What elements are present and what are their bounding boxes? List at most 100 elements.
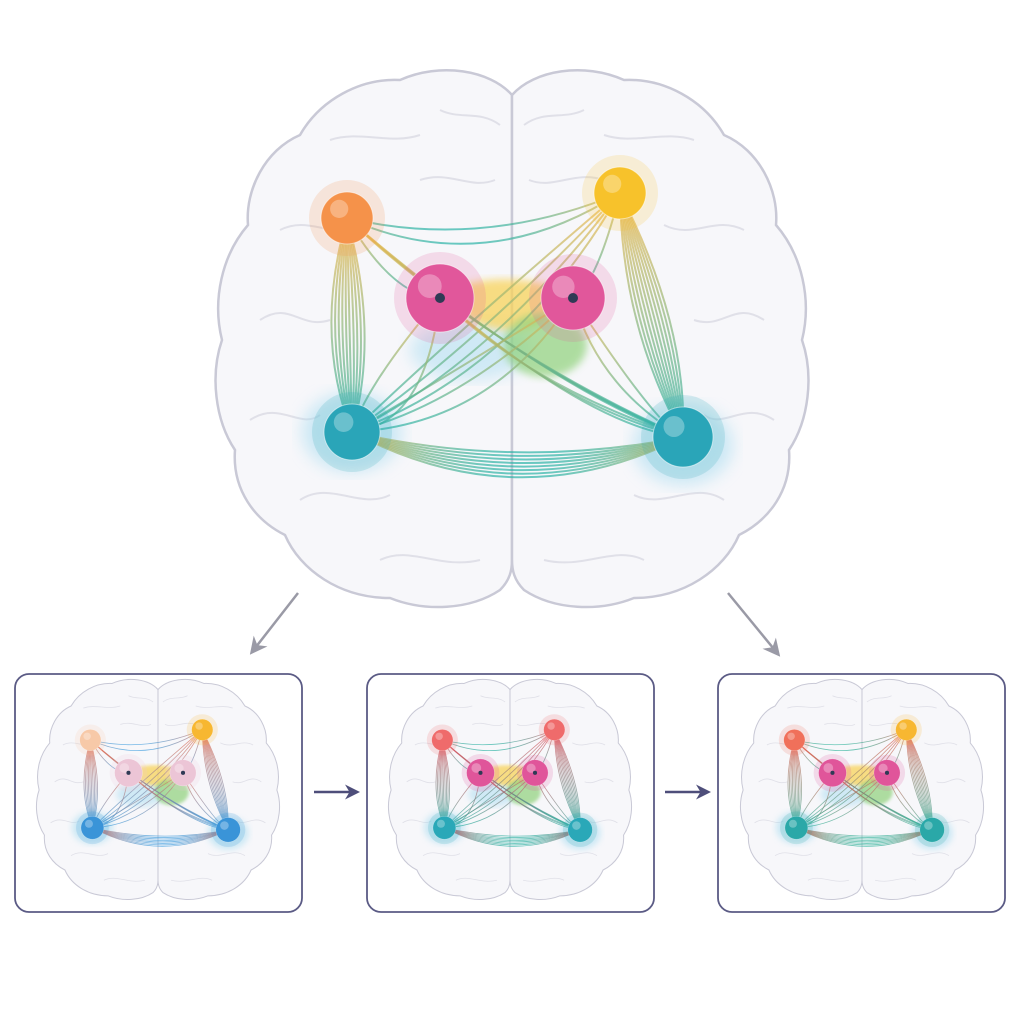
gyrus-fold — [523, 109, 585, 126]
right-frontal-node-highlight — [547, 722, 555, 730]
gyrus-fold — [875, 877, 917, 882]
right-central-node-center-dot — [532, 770, 538, 775]
left-central-node-center-dot — [435, 293, 445, 303]
gyrus-fold — [603, 134, 695, 141]
connection-line — [442, 729, 555, 752]
connection-line — [351, 192, 621, 433]
gyrus-fold — [911, 852, 950, 856]
connection-line — [92, 827, 229, 838]
left-temporal-node-highlight — [84, 819, 93, 828]
gyrus-fold — [232, 778, 262, 784]
gyrus-fold — [455, 877, 497, 882]
connection-line — [619, 192, 684, 438]
connection-line — [444, 827, 581, 846]
left-temporal-node-highlight — [436, 819, 445, 828]
gyrus-fold — [171, 877, 213, 882]
gyrus-fold — [103, 877, 145, 882]
right-frontal-node — [543, 718, 566, 741]
left-central-node-center-dot — [830, 770, 835, 775]
right-frontal-node-highlight — [899, 722, 907, 730]
stage-1-network — [35, 678, 281, 900]
connection-line — [92, 827, 229, 844]
gyrus-fold — [807, 877, 849, 882]
connection-line — [92, 827, 229, 843]
stage-3-network — [739, 678, 985, 900]
connection-line — [92, 729, 203, 829]
right-temporal-node — [215, 817, 241, 843]
right-temporal-node-highlight — [572, 821, 581, 830]
left-frontal-node-highlight — [787, 732, 795, 741]
gyrus-fold — [693, 312, 765, 323]
connection-line — [796, 827, 933, 846]
right-temporal-node — [652, 406, 714, 468]
connection-line — [92, 827, 229, 847]
gyrus-fold — [924, 742, 958, 746]
left-temporal-node — [80, 816, 105, 840]
connection-line — [796, 827, 933, 843]
gyrus-fold — [559, 852, 598, 856]
gyrus-fold — [787, 705, 825, 709]
connection-line — [444, 827, 581, 841]
right-central-node-highlight — [526, 763, 536, 773]
right-central-node-highlight — [174, 763, 184, 773]
gyrus-fold — [528, 176, 605, 184]
connection-line — [444, 827, 581, 838]
gyrus-fold — [220, 742, 254, 746]
left-temporal-node — [784, 816, 809, 840]
left-central-node-highlight — [417, 274, 442, 298]
connection-line — [351, 431, 684, 461]
gyrus-fold — [299, 491, 391, 501]
gyrus-fold — [195, 705, 233, 709]
connection-line — [92, 729, 203, 829]
stage-3-brain — [739, 678, 985, 900]
connection-line — [351, 431, 684, 468]
left-central-node-highlight — [119, 763, 130, 773]
gyrus-fold — [936, 778, 966, 784]
connection-line — [92, 827, 229, 841]
right-central-node-highlight — [878, 763, 888, 773]
gyrus-fold — [406, 778, 436, 784]
left-temporal-node — [432, 816, 457, 840]
gyrus-fold — [435, 705, 473, 709]
left-frontal-node-highlight — [83, 732, 91, 741]
main-brain — [214, 69, 810, 609]
connection-line — [351, 431, 684, 479]
left-central-node-highlight — [823, 763, 834, 773]
gyrus-fold — [633, 491, 725, 501]
connection-line — [444, 827, 581, 847]
connection-line — [351, 297, 574, 433]
connection-line — [442, 739, 581, 831]
connection-line — [444, 827, 581, 840]
right-temporal-node — [567, 817, 593, 843]
connection-line — [92, 827, 229, 840]
connection-line — [442, 729, 555, 746]
gyrus-fold — [572, 742, 606, 746]
gyrus-fold — [866, 695, 892, 703]
left-frontal-node — [431, 729, 454, 751]
gyrus-fold — [70, 852, 109, 856]
gyrus-fold — [422, 852, 461, 856]
connection-line — [796, 827, 933, 847]
connection-line — [794, 739, 933, 831]
gyrus-fold — [824, 722, 856, 727]
right-frontal-node — [191, 718, 214, 741]
connection-line — [351, 431, 684, 472]
gyrus-fold — [480, 695, 506, 703]
left-temporal-node-highlight — [333, 412, 354, 433]
connection-line — [444, 827, 581, 843]
gyrus-fold — [329, 134, 421, 141]
connection-line — [444, 729, 555, 829]
connection-line — [796, 827, 933, 844]
left-central-node-center-dot — [126, 770, 131, 775]
connection-line — [444, 729, 555, 829]
right-central-node-center-dot — [180, 770, 186, 775]
gyrus-fold — [514, 695, 540, 703]
connection-line — [796, 827, 933, 841]
connection-line — [92, 729, 203, 829]
connection-line — [351, 431, 684, 454]
connection-line — [796, 827, 933, 837]
connection-line — [346, 192, 621, 245]
arrow-to-stage-1 — [249, 592, 299, 655]
connection-line — [92, 827, 229, 837]
connection-line — [619, 192, 684, 438]
